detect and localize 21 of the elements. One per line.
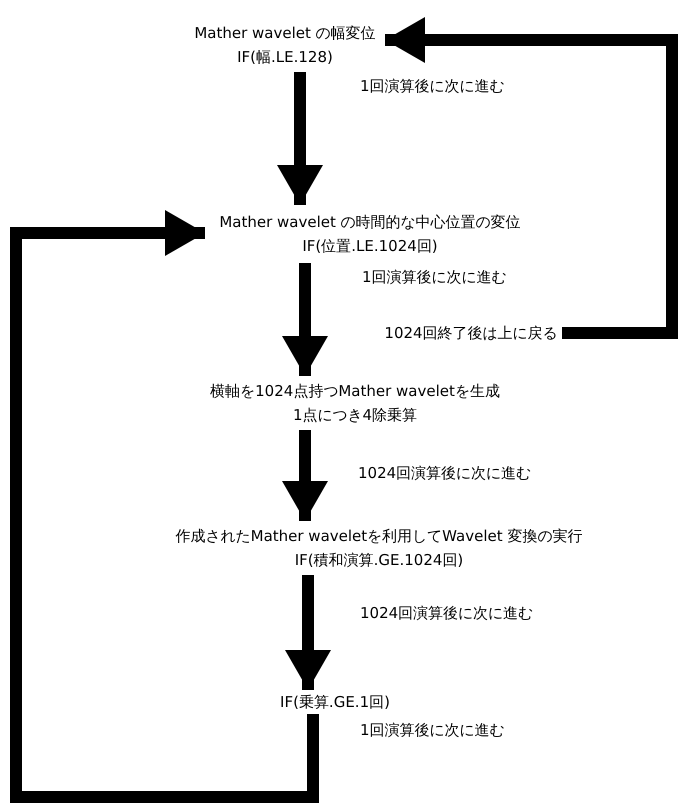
step-text: 作成されたMather waveletを利用してWavelet 変換の実行 (176, 526, 582, 546)
step-text: IF(幅.LE.128) (237, 47, 333, 67)
step-text: 1点につき4除乗算 (292, 405, 418, 425)
arrow (10, 210, 319, 803)
step-text: Mather wavelet の幅変位 (194, 23, 376, 43)
arrow (285, 575, 331, 690)
step-text: IF(乗算.GE.1回) (240, 690, 430, 714)
edge-label: 1024回演算後に次に進む (360, 603, 534, 623)
step-text: Mather wavelet の時間的な中心位置の変位 (219, 212, 521, 232)
arrow (282, 263, 328, 376)
edge-label: 1回演算後に次に進む (360, 720, 505, 740)
step-text: 1024回終了後は上に戻る (380, 322, 562, 344)
arrow (385, 17, 678, 339)
edge-label: 1回演算後に次に進む (360, 76, 505, 96)
step-text: IF(位置.LE.1024回) (302, 236, 438, 256)
arrow (277, 72, 323, 205)
step-text: IF(積和演算.GE.1024回) (294, 550, 464, 570)
edge-label: 1回演算後に次に進む (362, 267, 507, 287)
arrow (282, 430, 328, 521)
step-text: 横軸を1024点持つMather waveletを生成 (210, 381, 500, 401)
edge-label: 1024回演算後に次に進む (358, 463, 532, 483)
